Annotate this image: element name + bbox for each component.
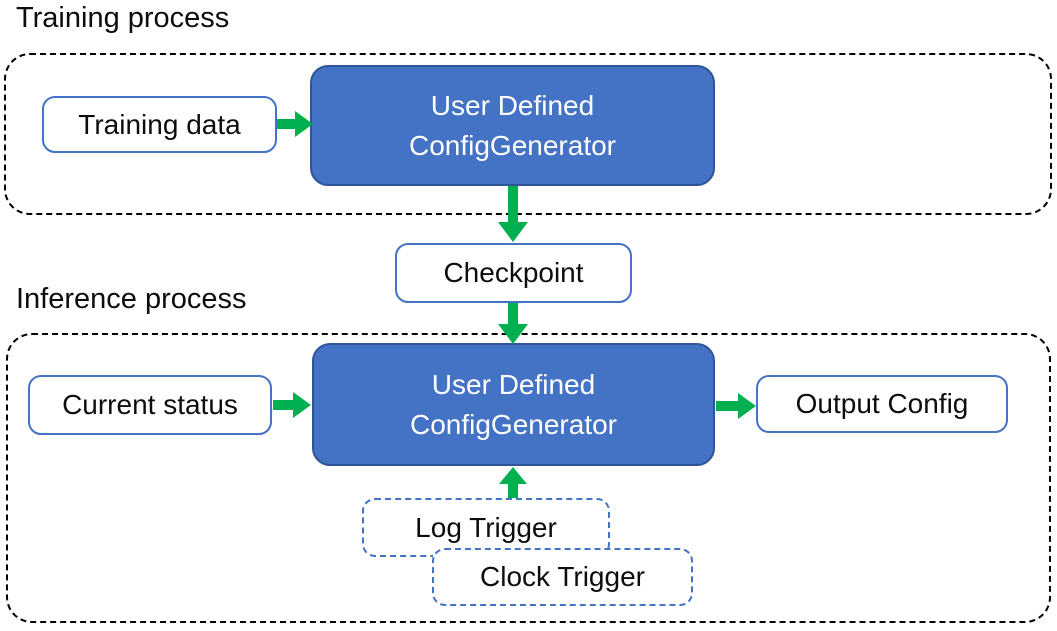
log-trigger-node: Log Trigger	[362, 498, 610, 557]
arrow-head-up-icon	[499, 467, 527, 484]
arrow-shaft	[508, 303, 518, 325]
inference-config-generator-node: User Defined ConfigGenerator	[312, 343, 715, 466]
inference-generator-line1: User Defined	[431, 368, 596, 400]
inference-process-container	[6, 333, 1051, 623]
training-process-label: Training process	[16, 2, 230, 34]
arrow-head-right-icon	[295, 111, 313, 137]
training-generator-line1: User Defined	[430, 89, 595, 121]
arrow-shaft	[508, 483, 518, 498]
inference-generator-line2: ConfigGenerator	[409, 408, 617, 440]
arrow-head-down-icon	[498, 324, 528, 344]
checkpoint-node: Checkpoint	[395, 243, 632, 303]
arrow-head-right-icon	[293, 392, 311, 418]
arrow-head-right-icon	[738, 393, 756, 419]
arrow-shaft	[716, 401, 739, 411]
clock-trigger-node: Clock Trigger	[432, 548, 693, 606]
training-config-generator-node: User Defined ConfigGenerator	[310, 65, 715, 186]
training-process-container	[4, 53, 1052, 215]
training-generator-line2: ConfigGenerator	[408, 129, 616, 161]
training-data-node: Training data	[42, 96, 277, 153]
output-config-node: Output Config	[756, 375, 1008, 433]
arrow-shaft	[508, 186, 518, 223]
arrow-head-down-icon	[498, 222, 528, 242]
arrow-shaft	[273, 400, 294, 410]
current-status-node: Current status	[28, 375, 272, 435]
inference-process-label: Inference process	[16, 283, 247, 315]
arrow-shaft	[277, 119, 296, 129]
